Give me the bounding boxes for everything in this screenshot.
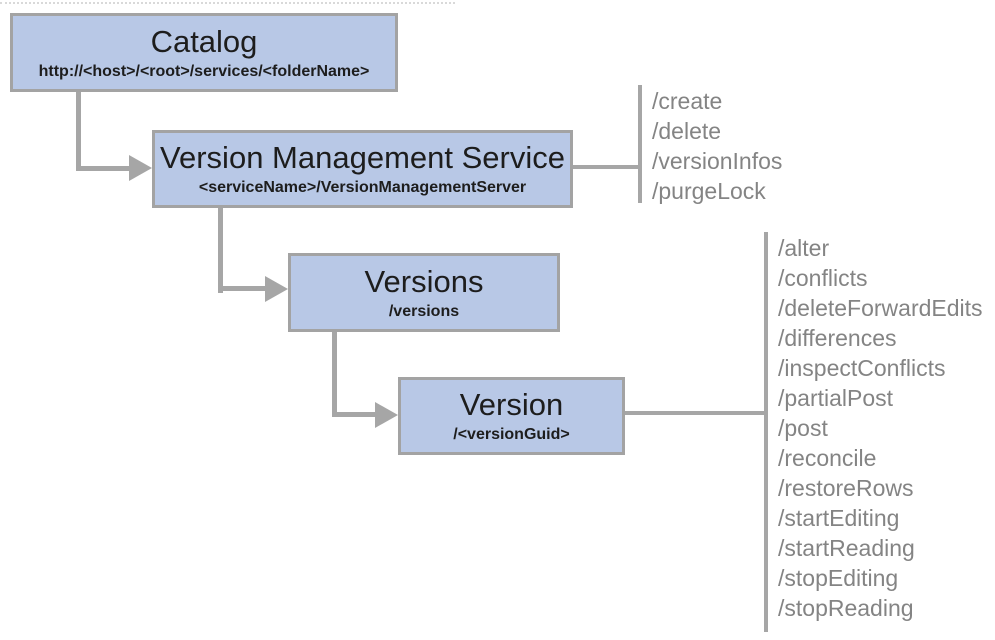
connector-versions-version-vertical <box>332 332 337 417</box>
ops-item: /conflicts <box>778 265 868 291</box>
ops-item: /create <box>652 88 723 114</box>
connector-vms-ops-horizontal <box>573 165 640 169</box>
connector-vms-versions-horizontal <box>218 286 268 291</box>
ops-item: /versionInfos <box>652 148 783 174</box>
connector-catalog-vms-vertical <box>76 92 81 171</box>
versions-title: Versions <box>364 263 484 299</box>
connector-versions-version-horizontal <box>332 412 379 417</box>
ops-item: /differences <box>778 325 897 351</box>
vms-operations-list: /create /delete /versionInfos /purgeLock <box>652 86 782 206</box>
version-subtitle: /<versionGuid> <box>453 426 570 443</box>
arrowhead-icon <box>265 276 288 302</box>
ops-item: /startReading <box>778 535 915 561</box>
ops-item: /delete <box>652 118 722 144</box>
arrowhead-icon <box>375 402 398 428</box>
version-title: Version <box>459 387 564 422</box>
ops-item: /alter <box>778 235 830 261</box>
ops-item: /deleteForwardEdits <box>778 295 983 321</box>
vms-ops-bracket-bar <box>638 85 642 203</box>
connector-vms-versions-vertical <box>218 208 223 293</box>
connector-version-ops-horizontal <box>625 411 766 415</box>
connector-catalog-vms-horizontal <box>76 166 133 171</box>
version-ops-bracket-bar <box>764 232 768 632</box>
catalog-subtitle: http://<host>/<root>/services/<folderNam… <box>38 62 370 80</box>
ops-item: /reconcile <box>778 445 877 471</box>
ops-item: /restoreRows <box>778 475 914 501</box>
catalog-title: Catalog <box>150 23 258 59</box>
version-management-service-title: Version Management Service <box>160 140 565 175</box>
catalog-node: Catalog http://<host>/<root>/services/<f… <box>10 13 398 92</box>
ops-item: /inspectConflicts <box>778 355 946 381</box>
version-operations-list: /alter /conflicts /deleteForwardEdits /d… <box>778 233 983 623</box>
arrowhead-icon <box>129 155 152 181</box>
versions-node: Versions /versions <box>288 253 560 332</box>
version-management-service-node: Version Management Service <serviceName>… <box>152 130 573 208</box>
version-node: Version /<versionGuid> <box>398 377 625 455</box>
ops-item: /partialPost <box>778 385 894 411</box>
ops-item: /purgeLock <box>652 178 766 204</box>
version-management-service-subtitle: <serviceName>/VersionManagementServer <box>198 179 527 196</box>
ops-item: /stopReading <box>778 595 914 621</box>
ops-item: /post <box>778 415 828 441</box>
ops-item: /startEditing <box>778 505 900 531</box>
top-guide-line <box>0 2 455 4</box>
versions-subtitle: /versions <box>388 302 460 320</box>
ops-item: /stopEditing <box>778 565 899 591</box>
